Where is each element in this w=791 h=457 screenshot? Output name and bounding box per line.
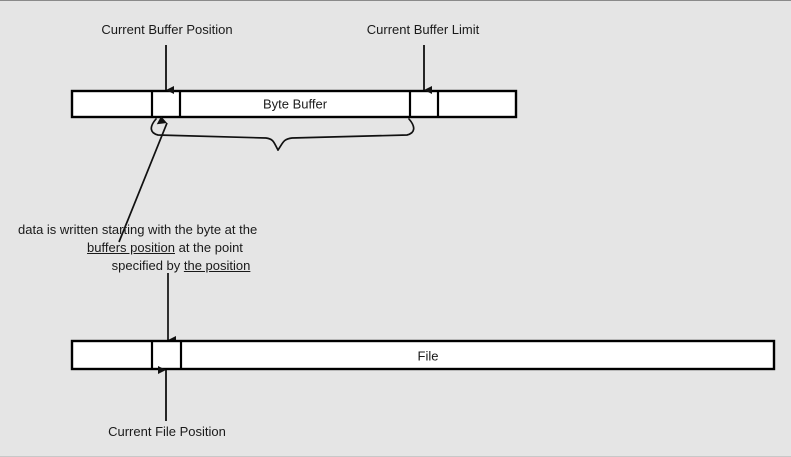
note-underline-buffers-position: buffers position (87, 240, 175, 255)
note-line-3: specified by the position (18, 257, 308, 275)
label-current-file-position: Current File Position (108, 424, 226, 439)
note-line-2: buffers position at the point (18, 239, 308, 257)
buffer-range-brace (150, 118, 415, 151)
label-current-buffer-position: Current Buffer Position (101, 22, 233, 37)
file-outline (70, 339, 776, 371)
note-line-3-prefix: specified by (111, 258, 184, 273)
file-bar (70, 339, 776, 371)
label-current-buffer-limit: Current Buffer Limit (366, 22, 480, 37)
label-byte-buffer: Byte Buffer (262, 96, 328, 112)
note-line-2-rest: at the point (174, 240, 243, 255)
note-underline-the-position: the position (183, 258, 251, 273)
note-line-1: data is written starting with the byte a… (18, 222, 258, 237)
note-to-buffer-pointer (118, 116, 168, 243)
byte-buffer-bar (70, 89, 518, 119)
byte-buffer-outline (70, 89, 518, 119)
label-file: File (417, 348, 439, 364)
explanatory-note: data is written starting with the byte a… (18, 221, 308, 275)
